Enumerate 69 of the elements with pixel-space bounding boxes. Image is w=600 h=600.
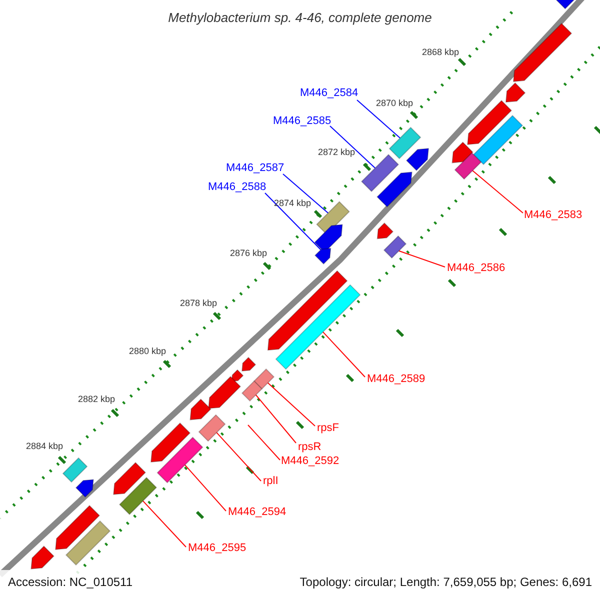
gene-block	[383, 235, 407, 259]
leader-line	[472, 170, 524, 214]
gene-block	[62, 457, 88, 483]
gene-label: M446_2583	[524, 209, 582, 221]
gene-block	[65, 520, 111, 566]
leader-line	[282, 174, 329, 214]
scale-label: 2868 kbp	[422, 46, 460, 58]
gene-block	[452, 142, 474, 164]
scale-label: 2884 kbp	[26, 440, 64, 452]
leader-line	[322, 331, 366, 378]
scale-label: 2874 kbp	[274, 197, 312, 209]
leader-line	[264, 192, 322, 250]
gene-label: M446_2587	[226, 162, 284, 174]
gene-label: rpsF	[317, 422, 339, 434]
gene-label: M446_2595	[188, 542, 246, 554]
leader-line	[248, 424, 280, 460]
scale-label: 2882 kbp	[78, 393, 116, 405]
gene-block	[190, 398, 212, 420]
leader-line	[330, 126, 376, 169]
gene-label: M446_2586	[447, 262, 506, 274]
leader-line	[142, 500, 186, 548]
scale-label: 2870 kbp	[376, 97, 414, 109]
gene-block	[267, 270, 348, 351]
gene-block	[505, 82, 526, 103]
leader-line	[356, 100, 401, 139]
gene-block	[208, 376, 242, 409]
gene-block	[75, 479, 94, 498]
gene-block	[275, 284, 361, 370]
gene-label: M446_2585	[273, 115, 332, 127]
gene-block	[314, 248, 332, 265]
gene-label: M446_2588	[208, 181, 266, 193]
gene-block	[454, 152, 482, 180]
gene-label: rplI	[263, 475, 278, 487]
gene-block	[118, 476, 158, 516]
gene-block	[554, 0, 576, 10]
gene-label: M446_2589	[367, 373, 426, 385]
gene-block	[150, 422, 191, 463]
gene-block	[388, 126, 422, 160]
gene-block	[512, 22, 572, 82]
accession-text: Accession: NC_010511	[8, 576, 133, 588]
gene-block	[316, 201, 350, 235]
gene-block	[376, 222, 394, 240]
leader-line	[267, 382, 316, 426]
gene-block	[406, 148, 430, 172]
gene-block	[376, 172, 412, 208]
gene-block	[156, 436, 204, 484]
scale-label: 2880 kbp	[129, 345, 166, 357]
gene-label: rpsR	[298, 441, 322, 453]
gene-block	[113, 462, 146, 495]
gene-block	[467, 100, 512, 145]
gene-label: M446_2592	[281, 455, 340, 467]
leader-line	[216, 432, 262, 482]
gene-block	[253, 368, 275, 390]
scale-label: 2876 kbp	[230, 247, 268, 259]
scale-label: 2878 kbp	[180, 297, 218, 309]
leader-line	[255, 394, 296, 444]
title: Methylobacterium sp. 4-46, complete genome	[168, 10, 432, 25]
gene-block	[360, 154, 400, 192]
gene-block	[55, 504, 100, 550]
gene-label: M446_2594	[228, 506, 286, 518]
scale-label: 2872 kbp	[318, 146, 356, 158]
genome-info-text: Topology: circular; Length: 7,659,055 bp; Genes: 6,691	[300, 576, 592, 588]
gene-block	[198, 414, 226, 442]
gene-block	[242, 356, 256, 372]
leader-line	[398, 250, 446, 268]
leader-line	[184, 464, 226, 512]
gene-block	[241, 380, 263, 402]
gene-block	[472, 114, 524, 166]
gene-label: M446_2584	[300, 87, 358, 99]
